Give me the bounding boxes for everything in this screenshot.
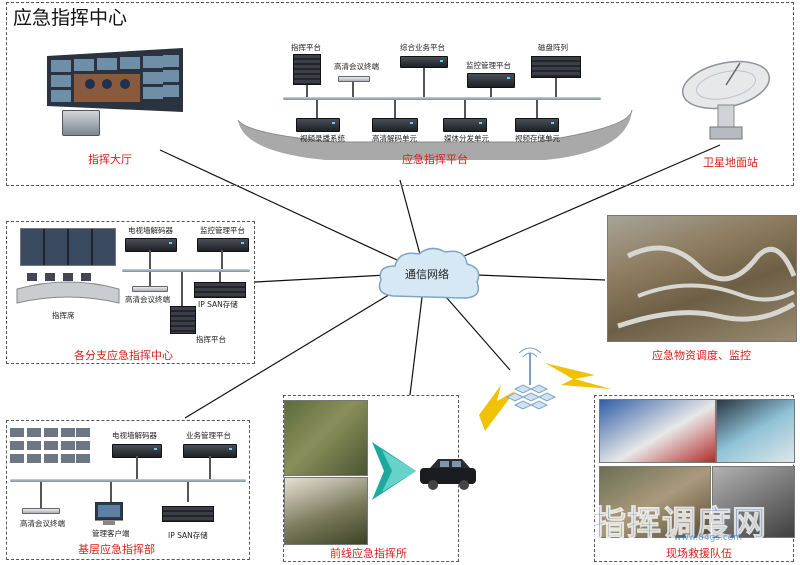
stub [136,456,138,479]
stub [306,83,308,97]
base-client-label: 管理客户端 [92,529,130,538]
label-media-dist: 媒体分发单元 [444,134,489,143]
branch-label: 各分支应急指挥中心 [74,349,173,362]
frontline-label: 前线应急指挥所 [330,547,407,560]
stub [536,100,538,118]
disk-array-device [531,56,581,78]
branch-cmd-server [170,306,196,334]
platform-bus [283,97,601,100]
touch-panel [62,110,100,136]
hd-decoder-device [372,118,418,132]
hall-label: 指挥大厅 [88,153,132,166]
stub [110,482,112,502]
base-screen-grid [10,428,90,464]
stub [555,76,557,97]
vehicle-icon [420,459,476,490]
stub [149,272,151,286]
branch-monitor-device [197,238,249,252]
branch-ipsan-device [194,282,246,298]
stub [181,272,183,306]
base-business-label: 业务管理平台 [186,431,231,440]
hd-terminal-device [338,76,370,82]
branch-console-label: 指挥席 [52,311,75,320]
base-ipsan-device [162,506,214,522]
base-box [6,420,250,560]
monitor-platform-device [467,73,515,88]
base-label: 基层应急指挥部 [78,543,155,556]
stub [352,80,354,97]
network-label: 通信网络 [405,268,449,281]
branch-hd-label: 高清会议终端 [125,295,170,304]
video-storage-device [515,118,559,132]
branch-monitor-label: 监控管理平台 [200,226,245,235]
video-wall [45,48,185,120]
branch-hd-terminal [132,286,168,292]
branch-ipsan-label: IP SAN存储 [198,300,238,309]
rescue-photo-1 [599,399,716,463]
base-client-pc [94,501,124,526]
rescue-label: 现场救援队伍 [666,547,732,560]
label-video-storage: 视频存储单元 [515,134,560,143]
watermark: 指挥调度网 [592,504,767,545]
watermark-url: www.84gs.com [674,533,743,543]
stub [40,482,42,508]
label-cmd-platform: 指挥平台 [291,43,321,52]
stub [423,66,425,97]
base-hd-label: 高清会议终端 [20,519,65,528]
label-monitor-platform: 监控管理平台 [466,61,511,70]
command-center-box [6,2,794,186]
video-recording-device [296,118,340,132]
label-integrated-platform: 综合业务平台 [400,43,445,52]
network-cloud [378,247,480,299]
integrated-platform-device [400,56,448,68]
base-bus [10,479,246,482]
base-hd-terminal [22,508,60,514]
branch-desks [15,269,121,309]
stub [221,250,223,269]
stub [490,86,492,97]
frontline-photo-soldiers [284,400,368,476]
platform-label: 应急指挥平台 [402,153,468,166]
branch-bus [122,269,250,272]
label-disk-array: 磁盘阵列 [538,43,568,52]
stub [149,250,151,269]
stub [316,100,318,118]
label-video-recording: 视频录播系统 [300,134,345,143]
base-ipsan-label: IP SAN存储 [168,531,208,540]
stub [187,482,189,502]
rescue-photo-2 [716,399,795,463]
satellite-label: 卫星地面站 [703,156,758,169]
command-center-title: 应急指挥中心 [10,3,131,30]
stub [394,100,396,118]
satellite-dish-icon [681,60,771,140]
arrow-icon [372,442,416,500]
logistics-label: 应急物资调度、监控 [652,349,751,362]
branch-cmd-label: 指挥平台 [196,335,226,344]
branch-video-wall [20,228,116,266]
label-hd-terminal: 高清会议终端 [334,62,379,71]
stub [209,456,211,479]
branch-tv-decoder [125,238,177,252]
platform-arc [237,109,633,160]
tower-icon [479,347,611,431]
base-tv-decoder-label: 电视墙解码器 [112,431,157,440]
branch-box [6,221,255,364]
stub [219,272,221,282]
branch-tv-decoder-label: 电视墙解码器 [128,226,173,235]
label-hd-decoder: 高清解码单元 [372,134,417,143]
media-dist-device [443,118,487,132]
rescue-photo-4 [712,466,795,538]
cmd-platform-server [293,54,321,85]
logistics-photo [607,215,797,342]
stub [464,100,466,118]
frontline-photo-radio [284,477,368,545]
rescue-photo-3 [599,466,711,538]
